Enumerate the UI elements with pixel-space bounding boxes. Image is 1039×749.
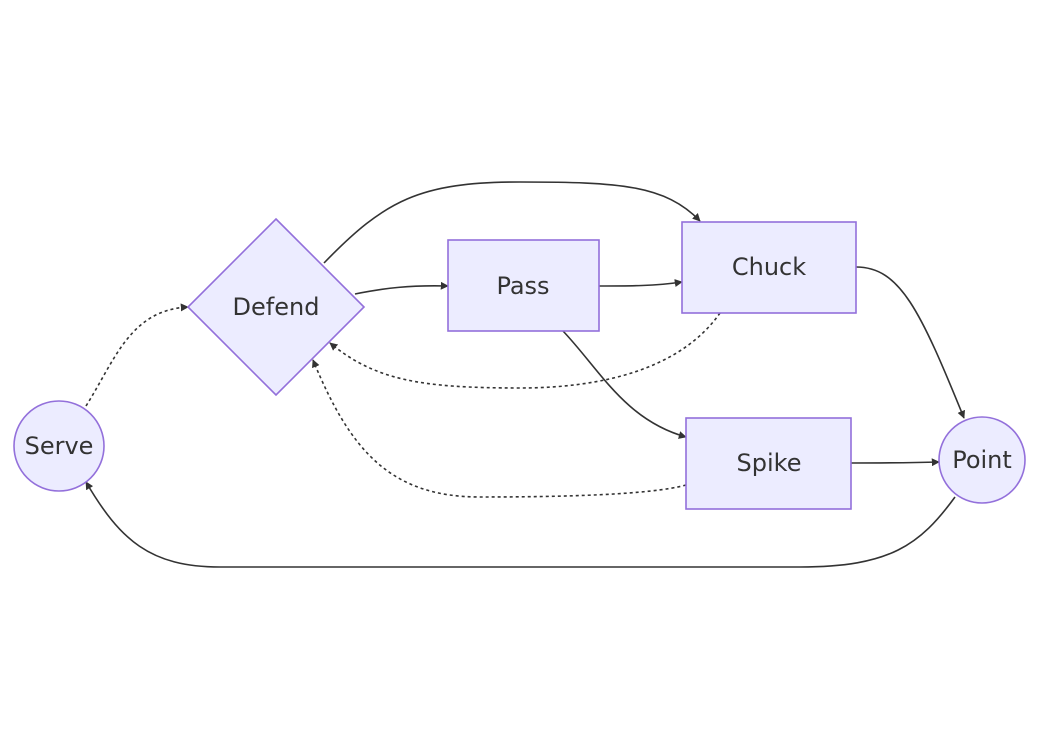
node-serve-label: Serve <box>25 432 94 460</box>
node-serve-shape <box>13 400 105 492</box>
node-pass: Pass <box>447 239 600 332</box>
node-defend-shape <box>186 217 366 397</box>
node-pass-shape <box>447 239 600 332</box>
edge-pass-chuck <box>598 279 683 288</box>
edge-defend-chuck <box>323 181 701 264</box>
node-serve: Serve <box>13 400 105 492</box>
node-point-shape <box>938 416 1026 504</box>
node-defend-label: Defend <box>233 293 320 321</box>
node-spike-shape <box>685 417 852 510</box>
edge-spike-point <box>850 458 940 467</box>
edges <box>85 181 965 568</box>
edge-chuck-point <box>855 266 965 419</box>
node-chuck-label: Chuck <box>732 253 806 281</box>
edge-spike-defend <box>312 359 687 498</box>
edge-point-serve <box>85 481 956 568</box>
node-defend: Defend <box>186 217 366 397</box>
node-pass-label: Pass <box>496 272 549 300</box>
edge-defend-pass <box>354 281 449 295</box>
node-chuck-shape <box>681 221 857 314</box>
edge-serve-defend <box>85 303 189 407</box>
node-point: Point <box>938 416 1026 504</box>
node-point-label: Point <box>952 446 1012 474</box>
edge-pass-spike <box>562 330 687 439</box>
node-spike-label: Spike <box>737 449 802 477</box>
node-spike: Spike <box>685 417 852 510</box>
edge-chuck-defend <box>329 312 721 389</box>
node-chuck: Chuck <box>681 221 857 314</box>
